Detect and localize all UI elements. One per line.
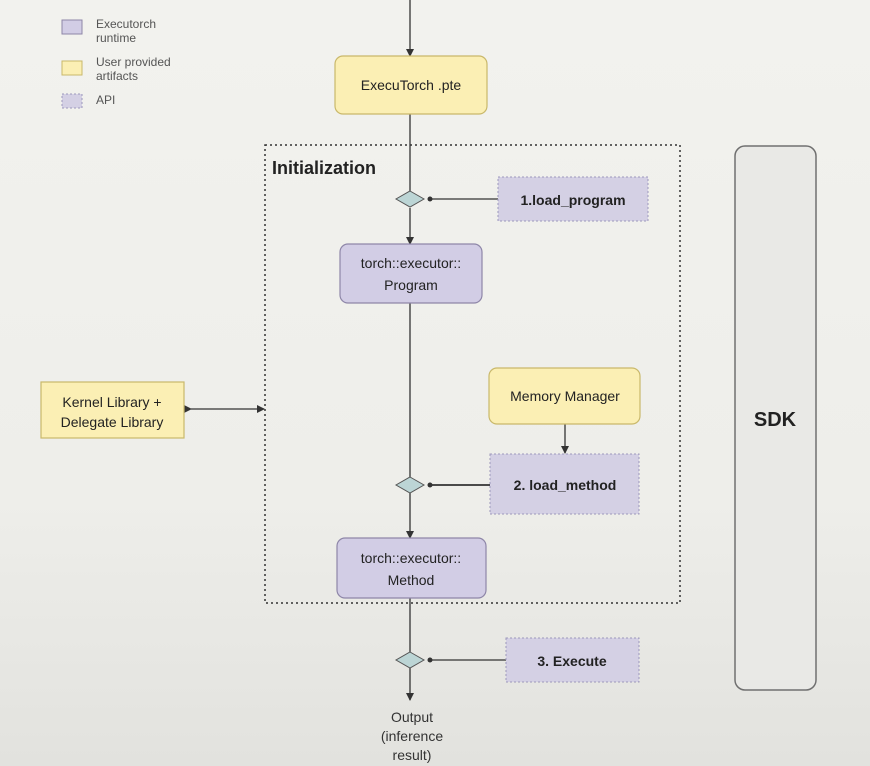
legend: Executorch runtime User provided artifac… <box>61 17 171 109</box>
initialization-region <box>264 144 681 604</box>
program-node-label-2: Program <box>384 277 438 293</box>
load-program-api <box>497 176 649 222</box>
legend-artifacts-label-2: artifacts <box>96 69 138 83</box>
method-node-label-1: torch::executor:: <box>361 550 461 566</box>
legend-api-label: API <box>96 93 115 107</box>
kernel-library-label-2: Delegate Library <box>61 414 164 430</box>
legend-runtime-label-1: Executorch <box>96 17 156 31</box>
legend-artifacts-swatch <box>61 60 83 76</box>
legend-api-swatch <box>61 93 83 109</box>
method-node-label-2: Method <box>388 572 435 588</box>
sdk-label: SDK <box>754 409 797 431</box>
execute-gate-diamond <box>394 651 426 669</box>
load-method-api-label: 2. load_method <box>514 477 617 493</box>
method-node <box>336 537 487 599</box>
load-method-connector-dot <box>427 482 433 488</box>
program-node <box>339 243 483 304</box>
load-program-connector-dot <box>427 196 433 202</box>
sdk-panel <box>734 145 817 691</box>
execute-connector-dot <box>427 657 433 663</box>
load-method-api <box>489 453 640 515</box>
memory-manager-node <box>488 367 641 425</box>
load-method-gate-diamond <box>394 476 426 494</box>
legend-runtime-label-2: runtime <box>96 31 136 45</box>
load-program-api-label: 1.load_program <box>520 192 625 208</box>
initialization-title: Initialization <box>272 158 376 178</box>
kernel-library-node <box>40 381 185 439</box>
program-node-label-1: torch::executor:: <box>361 255 461 271</box>
load-program-gate-diamond <box>394 190 426 208</box>
execute-api-label: 3. Execute <box>537 653 606 669</box>
kernel-library-label-1: Kernel Library + <box>62 394 161 410</box>
output-label-3: result) <box>393 747 432 763</box>
pte-node <box>334 55 488 115</box>
memory-manager-label: Memory Manager <box>510 388 620 404</box>
pte-node-label: ExecuTorch .pte <box>361 77 462 93</box>
legend-runtime-swatch <box>61 19 83 35</box>
legend-artifacts-label-1: User provided <box>96 55 171 69</box>
execute-api <box>505 637 640 683</box>
output-label-2: (inference <box>381 728 443 744</box>
output-label-1: Output <box>391 709 433 725</box>
